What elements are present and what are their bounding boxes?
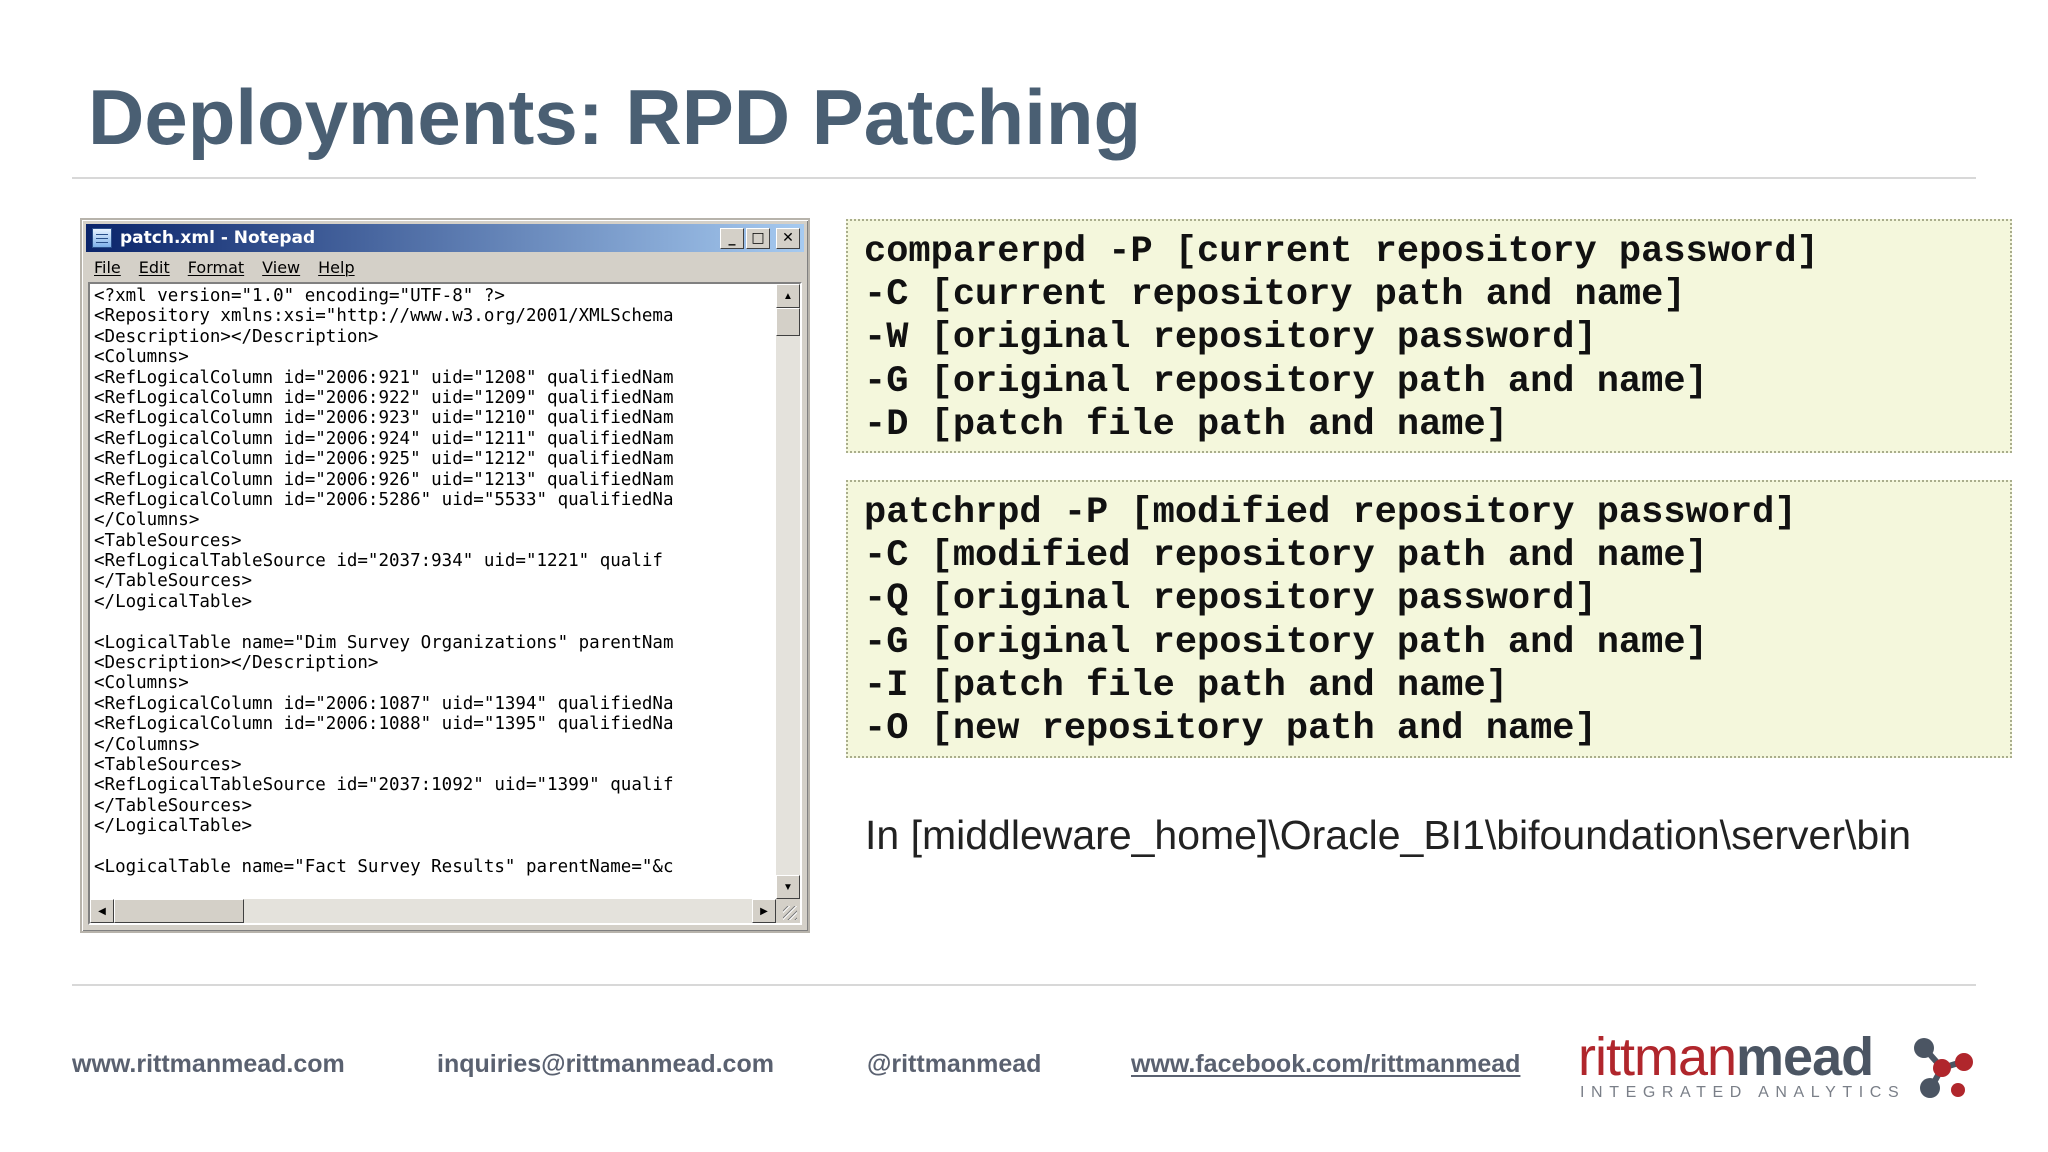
- text-line: </TableSources>: [94, 795, 253, 816]
- logo-tagline: INTEGRATED ANALYTICS: [1580, 1084, 1906, 1101]
- rittmanmead-logo: rittmanmead INTEGRATED ANALYTICS: [1578, 1030, 1998, 1102]
- logo-word-part2: mead: [1736, 1027, 1874, 1087]
- horizontal-scroll-thumb[interactable]: [114, 899, 244, 923]
- patchrpd-command-box: patchrpd -P [modified repository passwor…: [846, 480, 2012, 758]
- notepad-text-area[interactable]: <?xml version="1.0" encoding="UTF-8" ?> …: [88, 282, 802, 925]
- text-line: <?xml version="1.0" encoding="UTF-8" ?>: [94, 286, 505, 306]
- command-line: -Q [original repository password]: [864, 578, 1597, 621]
- bottom-divider: [72, 984, 1976, 986]
- text-line: <RefLogicalColumn id="2006:922" uid="120…: [94, 387, 674, 408]
- vertical-scrollbar[interactable]: ▲ ▼: [776, 284, 800, 899]
- text-line: </Columns>: [94, 510, 200, 531]
- text-line: [94, 837, 786, 857]
- menu-edit[interactable]: Edit: [138, 257, 170, 277]
- command-line: -W [original repository password]: [864, 317, 1597, 360]
- notepad-window: patch.xml - Notepad _ □ ✕ File Edit Form…: [80, 218, 810, 933]
- text-line: <RefLogicalColumn id="2006:925" uid="121…: [94, 449, 674, 470]
- vertical-scroll-thumb[interactable]: [776, 308, 800, 336]
- command-line: -I [patch file path and name]: [864, 664, 1508, 707]
- command-line: -D [patch file path and name]: [864, 403, 1508, 446]
- minimize-icon[interactable]: _: [720, 227, 744, 249]
- text-line: <TableSources>: [94, 754, 242, 775]
- menu-format[interactable]: Format: [187, 257, 245, 277]
- command-line: -C [current repository path and name]: [864, 274, 1686, 317]
- logo-wordmark: rittmanmead: [1578, 1027, 1874, 1087]
- menu-view[interactable]: View: [262, 257, 301, 277]
- footer-twitter-link[interactable]: @rittmanmead: [867, 1050, 1042, 1078]
- text-line: <Repository xmlns:xsi="http://www.w3.org…: [94, 306, 674, 327]
- text-line: </TableSources>: [94, 571, 253, 592]
- footer-email-link[interactable]: inquiries@rittmanmead.com: [437, 1050, 774, 1078]
- command-line: -C [modified repository path and name]: [864, 535, 1708, 578]
- text-line: <RefLogicalColumn id="2006:921" uid="120…: [94, 367, 674, 388]
- notepad-title: patch.xml - Notepad: [120, 228, 316, 248]
- notepad-text[interactable]: <?xml version="1.0" encoding="UTF-8" ?> …: [94, 286, 786, 896]
- text-line: <LogicalTable name="Dim Survey Organizat…: [94, 632, 674, 653]
- menu-help[interactable]: Help: [318, 257, 355, 277]
- text-line: </Columns>: [94, 734, 200, 755]
- text-line: <Columns>: [94, 347, 189, 368]
- text-line: <RefLogicalColumn id="2006:926" uid="121…: [94, 469, 674, 490]
- slide-title: Deployments: RPD Patching: [88, 73, 1142, 161]
- text-line: <Description></Description>: [94, 326, 379, 347]
- menu-file[interactable]: File: [94, 257, 121, 277]
- horizontal-scrollbar[interactable]: ◀ ▶: [90, 899, 776, 923]
- resize-grip-icon[interactable]: [776, 899, 800, 923]
- text-line: <Description></Description>: [94, 653, 379, 674]
- logo-word-part1: rittman: [1578, 1027, 1737, 1087]
- text-line: <LogicalTable name="Fact Survey Results"…: [94, 856, 674, 877]
- command-line: patchrpd -P [modified repository passwor…: [864, 492, 1797, 534]
- text-line: <RefLogicalColumn id="2006:5286" uid="55…: [94, 489, 674, 510]
- text-line: <RefLogicalColumn id="2006:924" uid="121…: [94, 428, 674, 449]
- text-line: <RefLogicalColumn id="2006:1088" uid="13…: [94, 714, 674, 735]
- footer-facebook-link[interactable]: www.facebook.com/rittmanmead: [1131, 1050, 1521, 1078]
- footer-website-link[interactable]: www.rittmanmead.com: [72, 1050, 345, 1078]
- text-line: <RefLogicalColumn id="2006:1087" uid="13…: [94, 693, 674, 714]
- top-divider: [72, 177, 1976, 179]
- text-line: </LogicalTable>: [94, 591, 253, 612]
- comparerpd-command-box: comparerpd -P [current repository passwo…: [846, 219, 2012, 453]
- close-icon[interactable]: ✕: [776, 227, 800, 249]
- logo-molecule-icon: [1914, 1038, 1973, 1098]
- command-line: -G [original repository path and name]: [864, 360, 1708, 403]
- command-line: -O [new repository path and name]: [864, 708, 1597, 751]
- scroll-right-icon[interactable]: ▶: [752, 899, 776, 923]
- notepad-icon: [92, 228, 112, 248]
- install-path-note: In [middleware_home]\Oracle_BI1\bifounda…: [865, 812, 1912, 858]
- text-line: <RefLogicalColumn id="2006:923" uid="121…: [94, 408, 674, 429]
- scroll-up-icon[interactable]: ▲: [776, 284, 800, 308]
- text-line: <TableSources>: [94, 530, 242, 551]
- command-line: -G [original repository path and name]: [864, 621, 1708, 664]
- text-line: <Columns>: [94, 673, 189, 694]
- notepad-titlebar[interactable]: patch.xml - Notepad _ □ ✕: [86, 224, 804, 252]
- text-line: [94, 612, 786, 632]
- scroll-down-icon[interactable]: ▼: [776, 875, 800, 899]
- command-line: comparerpd -P [current repository passwo…: [864, 231, 1819, 273]
- text-line: </LogicalTable>: [94, 816, 253, 837]
- maximize-icon[interactable]: □: [746, 227, 770, 249]
- scroll-left-icon[interactable]: ◀: [90, 899, 114, 923]
- text-line: <RefLogicalTableSource id="2037:1092" ui…: [94, 775, 674, 796]
- notepad-menubar: File Edit Format View Help: [86, 254, 804, 280]
- text-line: <RefLogicalTableSource id="2037:934" uid…: [94, 551, 663, 572]
